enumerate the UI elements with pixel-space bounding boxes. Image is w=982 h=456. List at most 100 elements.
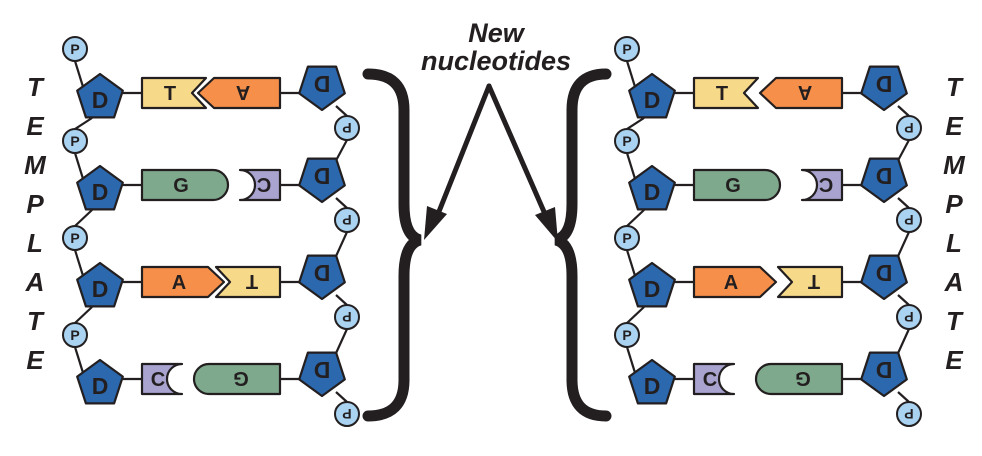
template-letter: A <box>25 267 45 297</box>
phosphate-left-template-1: P <box>62 128 88 154</box>
backbone-link <box>897 294 910 306</box>
phosphate-letter: P <box>70 230 79 246</box>
backbone-link <box>625 249 638 280</box>
phosphate-letter: P <box>622 327 631 343</box>
sugar-letter: D <box>876 71 893 97</box>
template-letter: T <box>946 306 964 336</box>
base-right-2-right: T <box>776 265 844 299</box>
base-shape-icon <box>140 168 230 202</box>
base-shape-icon <box>196 76 282 110</box>
base-letter: G <box>795 367 811 389</box>
base-right-0-left: T <box>692 76 760 110</box>
sugar-pentagon-icon <box>298 65 346 112</box>
phosphate-left-new-3: P <box>334 401 360 427</box>
template-letter: E <box>945 345 963 375</box>
base-right-2-left: A <box>692 265 778 299</box>
sugar-letter: D <box>92 276 109 302</box>
backbone-link <box>73 346 86 377</box>
phosphate-letter: P <box>904 120 913 136</box>
backbone-link <box>73 60 86 91</box>
phosphate-letter: P <box>342 309 351 325</box>
sugar-letter: D <box>644 179 661 205</box>
sugar-pentagon-icon <box>298 351 346 398</box>
backbone-link <box>897 105 910 117</box>
base-letter: C <box>257 173 271 195</box>
phosphate-circle-icon <box>334 401 360 427</box>
sugar-left-0-right: D <box>298 65 346 112</box>
base-shape-icon <box>692 362 736 396</box>
sugar-pentagon-icon <box>628 72 676 119</box>
backbone-link <box>626 209 645 227</box>
base-letter: G <box>173 175 189 197</box>
phosphate-letter: P <box>342 212 351 228</box>
sugar-letter: D <box>876 260 893 286</box>
template-letter: E <box>945 111 963 141</box>
base-shape-icon <box>758 76 844 110</box>
sugar-letter: D <box>314 260 331 286</box>
base-left-2-left: A <box>140 265 226 299</box>
backbone-link <box>626 306 645 324</box>
sugar-letter: D <box>314 71 331 97</box>
sugar-pentagon-icon <box>298 157 346 204</box>
sugar-right-1-left: D <box>628 164 676 211</box>
phosphate-letter: P <box>904 212 913 228</box>
base-shape-icon <box>140 265 226 299</box>
sugar-pentagon-icon <box>628 164 676 211</box>
sugar-letter: D <box>876 163 893 189</box>
phosphate-left-new-0: P <box>334 115 360 141</box>
sugar-right-3-left: D <box>628 358 676 405</box>
base-letter: T <box>808 270 820 292</box>
phosphate-left-template-3: P <box>62 322 88 348</box>
backbone-link <box>335 294 348 306</box>
base-shape-icon <box>692 265 778 299</box>
phosphate-left-new-2: P <box>334 304 360 330</box>
sugar-right-0-right: D <box>860 65 908 112</box>
sugar-pentagon-icon <box>76 261 124 308</box>
base-shape-icon <box>800 168 844 202</box>
base-shape-icon <box>192 362 282 396</box>
sugar-pentagon-icon <box>76 72 124 119</box>
backbone-link <box>897 391 910 403</box>
phosphate-left-new-1: P <box>334 207 360 233</box>
sugar-left-3-right: D <box>298 351 346 398</box>
new-nucleotides-label: New nucleotides <box>421 18 571 76</box>
backbone-link <box>74 117 93 130</box>
base-letter: C <box>819 173 833 195</box>
base-right-1-right: C <box>800 168 844 202</box>
left-brace-icon <box>362 68 422 422</box>
base-letter: A <box>172 272 186 294</box>
base-right-3-left: C <box>692 362 736 396</box>
base-letter: T <box>246 270 258 292</box>
base-shape-icon <box>140 362 184 396</box>
title-line-1: New <box>468 18 526 48</box>
base-shape-icon <box>214 265 282 299</box>
title-line-2: nucleotides <box>421 46 571 76</box>
base-letter: C <box>703 369 717 391</box>
base-left-2-right: T <box>214 265 282 299</box>
phosphate-left-template-0: P <box>62 36 88 62</box>
sugar-pentagon-icon <box>860 351 908 398</box>
backbone-link <box>74 306 93 324</box>
sugar-pentagon-icon <box>860 157 908 204</box>
sugar-pentagon-icon <box>76 164 124 211</box>
arrow-left-icon <box>435 83 492 217</box>
template-letter: T <box>946 72 964 102</box>
phosphate-letter: P <box>70 41 79 57</box>
template-letter: E <box>26 345 44 375</box>
template-letter: L <box>27 228 43 258</box>
base-letter: G <box>725 175 741 197</box>
sugar-left-2-left: D <box>76 261 124 308</box>
base-letter: G <box>233 367 249 389</box>
base-right-3-right: G <box>754 362 844 396</box>
template-letter: T <box>27 306 45 336</box>
sugar-pentagon-icon <box>628 261 676 308</box>
sugar-left-2-right: D <box>298 254 346 301</box>
sugar-letter: D <box>314 357 331 383</box>
backbone-link <box>335 197 348 209</box>
template-letter: P <box>945 189 963 219</box>
sugar-letter: D <box>876 357 893 383</box>
base-left-0-left: T <box>140 76 208 110</box>
